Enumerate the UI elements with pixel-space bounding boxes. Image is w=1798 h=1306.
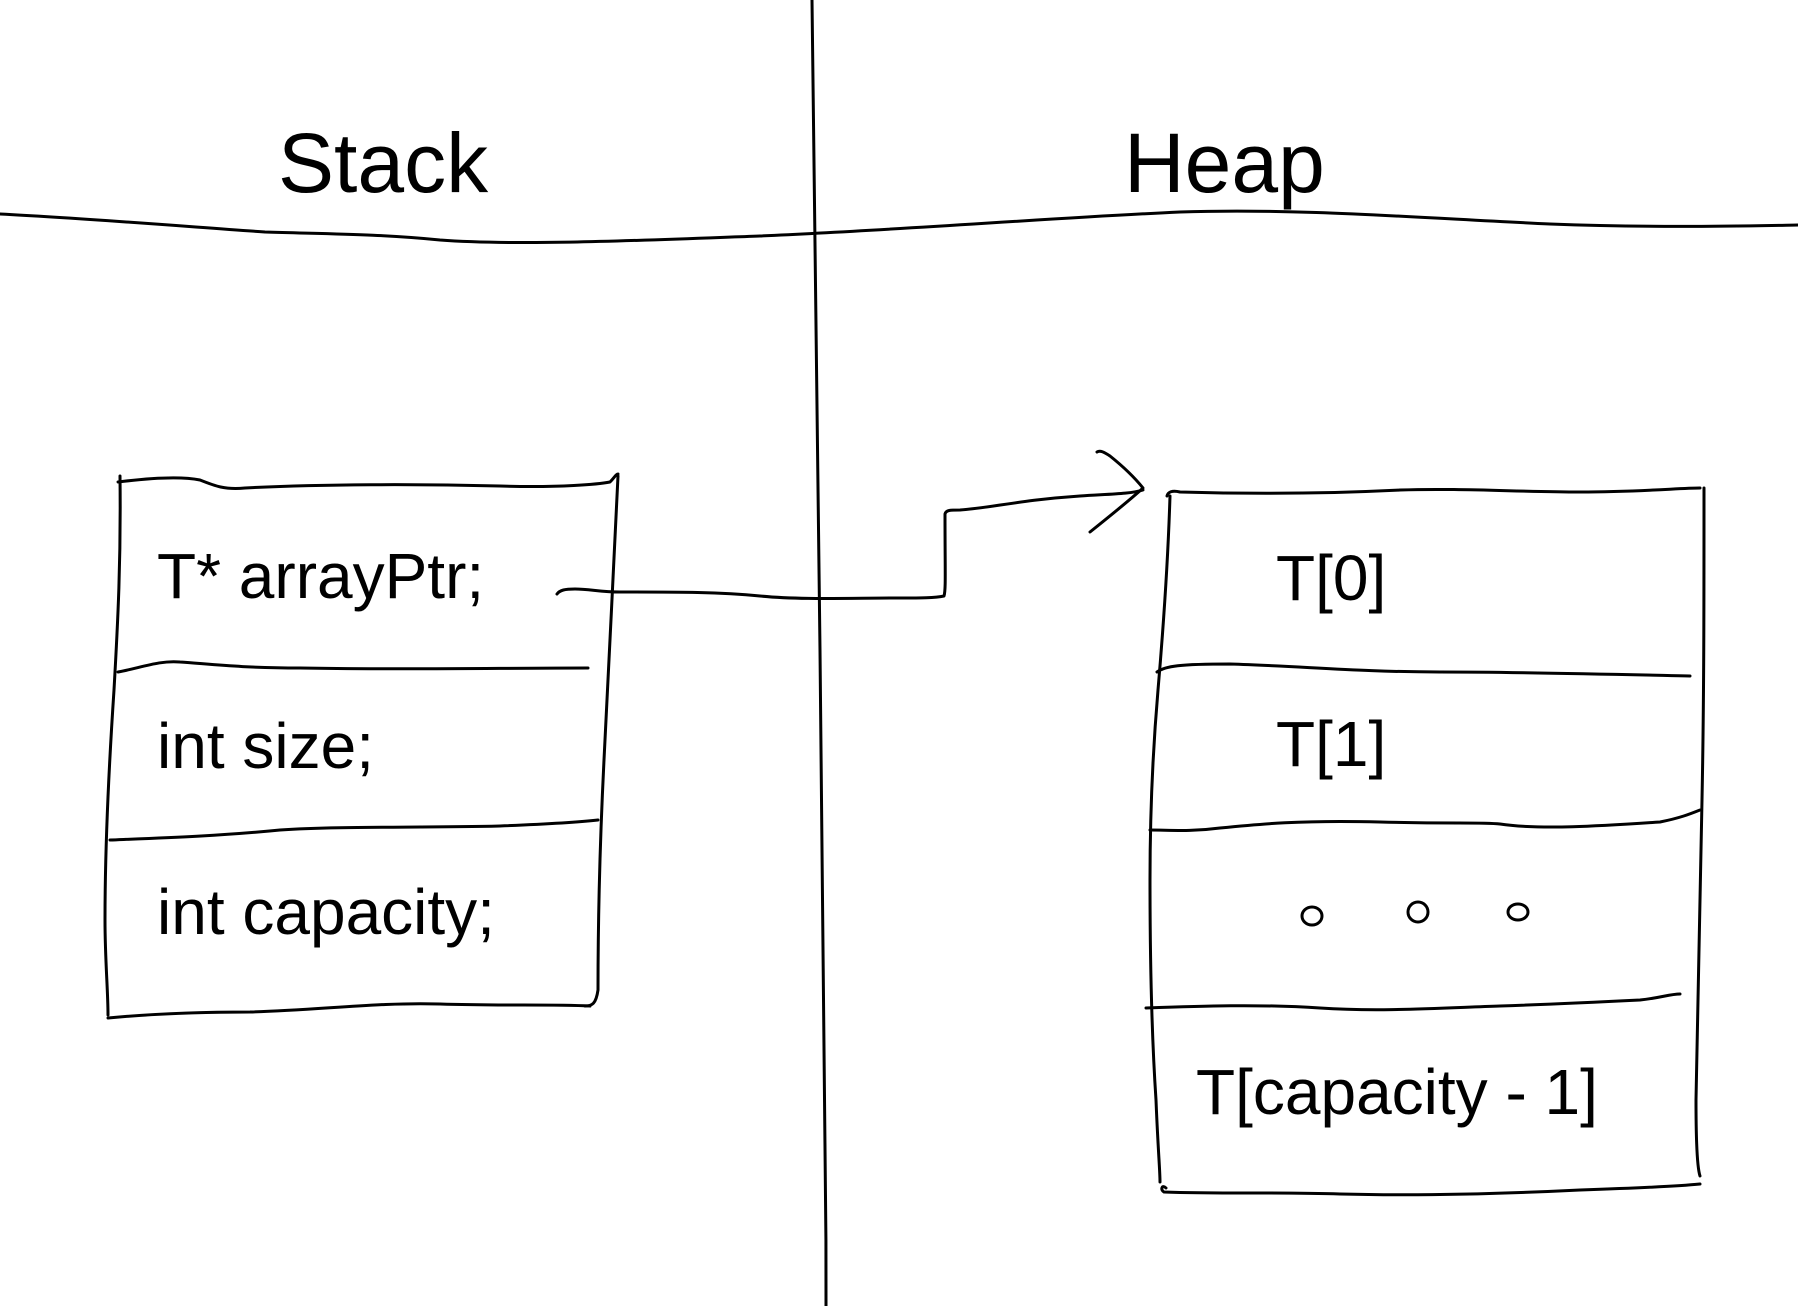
heap-divider-3 [1144,992,1682,1012]
stack-box-bottom [106,1002,592,1020]
heap-title: Heap [1124,116,1325,210]
pointer-arrow [555,449,1145,600]
heap-divider-1 [1155,662,1692,678]
vertical-divider [810,0,828,1306]
dot-icon [1506,902,1530,922]
stack-box-right [583,474,620,1008]
stack-field-capacity: int capacity; [157,876,495,948]
heap-box-bottom [1160,1182,1702,1197]
stack-title: Stack [278,116,489,210]
stack-divider-2 [108,818,600,842]
heap-divider-2 [1148,808,1702,832]
dot-icon [1406,900,1430,924]
heap-box-right [1694,486,1706,1178]
heap-cell-0: T[0] [1276,542,1386,614]
heap-array-box: T[0] T[1] T[capacity - 1] [1144,486,1706,1197]
stack-struct-box: T* arrayPtr; int size; int capacity; [103,472,620,1020]
stack-box-top [116,472,620,490]
heap-cell-last: T[capacity - 1] [1196,1056,1598,1128]
heap-box-left [1148,494,1172,1184]
stack-box-left [103,474,122,1017]
heap-cell-1: T[1] [1276,708,1386,780]
pointer-arrow-line [555,488,1145,600]
heap-box-top [1165,486,1702,498]
stack-field-size: int size; [157,710,374,782]
stack-field-arrayptr: T* arrayPtr; [157,540,484,612]
dot-icon [1300,905,1324,927]
header-divider [0,209,1798,245]
arrowhead-icon [1088,449,1145,534]
stack-divider-1 [116,660,590,674]
ellipsis-dots-icon [1300,900,1530,927]
